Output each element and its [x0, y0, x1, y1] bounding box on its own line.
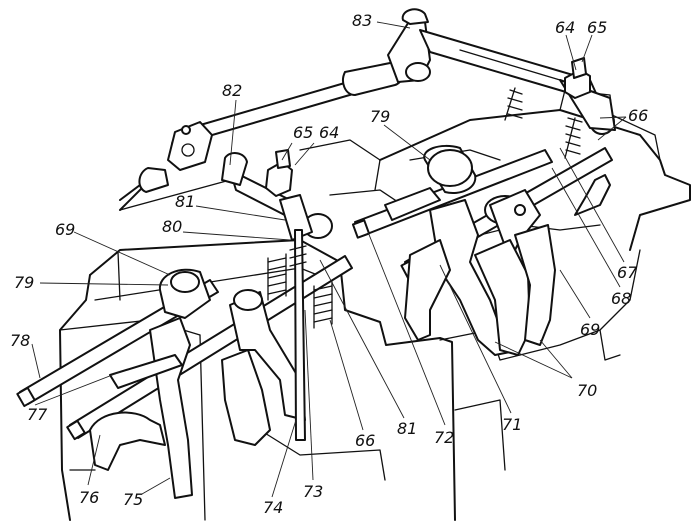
label-71: 71: [502, 415, 522, 434]
label-69-right: 69: [580, 320, 600, 339]
label-76: 76: [79, 488, 99, 507]
label-75: 75: [123, 490, 143, 509]
upper-linkage: [119, 8, 616, 241]
label-81-lower: 81: [397, 419, 417, 438]
left-group: [16, 229, 353, 499]
label-65-upper: 65: [587, 18, 607, 37]
label-83: 83: [352, 11, 372, 30]
label-82: 82: [222, 81, 242, 100]
label-67: 67: [617, 263, 638, 282]
label-69-left: 69: [55, 220, 75, 239]
label-80: 80: [162, 217, 182, 236]
right-group: [351, 87, 613, 356]
leader-lines: [31, 21, 627, 498]
label-65-lower: 65: [293, 123, 313, 142]
label-81-upper: 81: [175, 192, 195, 211]
label-79-left: 79: [14, 273, 34, 292]
label-70: 70: [577, 381, 597, 400]
label-78: 78: [10, 331, 30, 350]
label-73: 73: [303, 482, 323, 501]
label-72: 72: [434, 428, 454, 447]
label-77: 77: [27, 405, 48, 424]
part-labels: 83 64 65 66 82 79 65 64 81 80 69 79 78 7…: [10, 11, 648, 517]
label-64-lower: 64: [319, 123, 339, 142]
label-64-upper: 64: [555, 18, 575, 37]
label-66-upper: 66: [628, 106, 648, 125]
label-74: 74: [263, 498, 283, 517]
label-66-lower: 66: [355, 431, 375, 450]
label-79-right: 79: [370, 107, 390, 126]
label-68: 68: [611, 289, 631, 308]
